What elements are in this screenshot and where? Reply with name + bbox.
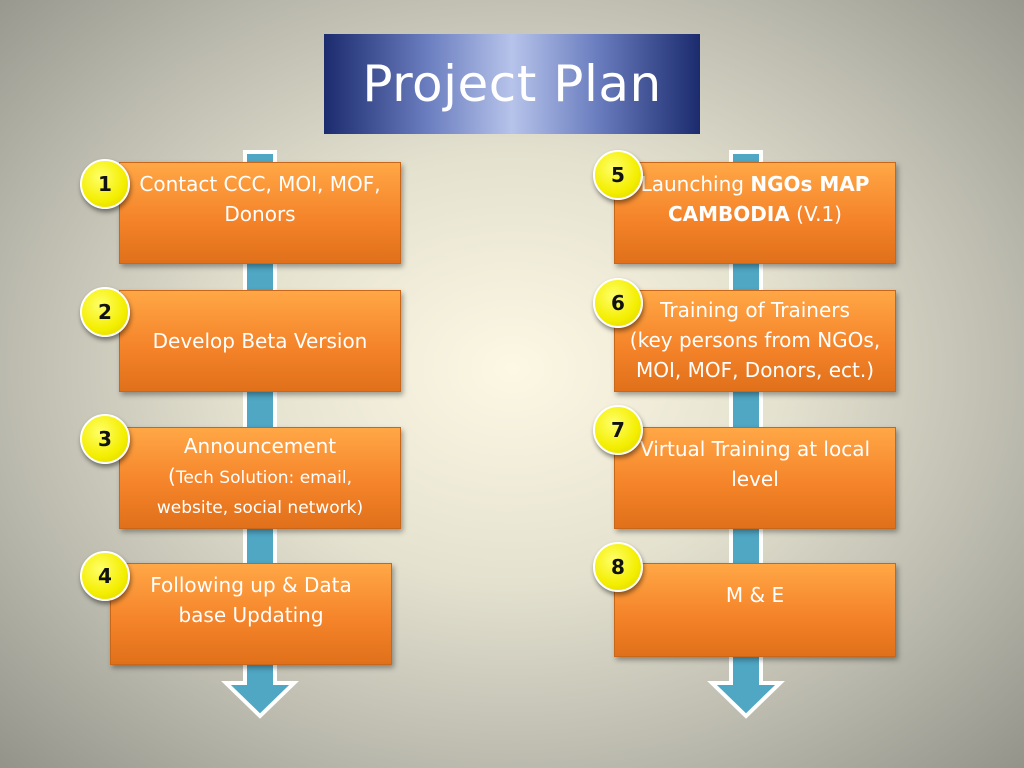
step-box-2: Develop Beta Version bbox=[119, 290, 401, 392]
step-5-line-2-text: (V.1) bbox=[789, 202, 842, 226]
step-number-badge-4: 4 bbox=[80, 551, 130, 601]
step-box-5: Launching NGOs MAP CAMBODIA (V.1) bbox=[614, 162, 896, 264]
step-number-badge-7: 7 bbox=[593, 405, 643, 455]
page-title-text: Project Plan bbox=[362, 55, 662, 113]
step-number-badge-6: 6 bbox=[593, 278, 643, 328]
step-4-line-2: base Updating bbox=[178, 603, 324, 627]
step-3-line-2-text: Tech Solution: email, bbox=[175, 468, 352, 488]
step-6-line-1: Training of Trainers bbox=[660, 298, 850, 322]
page-title: Project Plan bbox=[324, 34, 700, 134]
step-number-1: 1 bbox=[98, 172, 112, 196]
step-box-1: Contact CCC, MOI, MOF, Donors bbox=[119, 162, 401, 264]
step-1-line-1: Contact CCC, MOI, MOF, bbox=[139, 172, 381, 196]
step-box-4: Following up & Data base Updating bbox=[110, 563, 392, 665]
step-5-line-2-bold: CAMBODIA bbox=[668, 202, 790, 226]
step-number-4: 4 bbox=[98, 564, 112, 588]
step-7-line-2: level bbox=[731, 467, 779, 491]
step-number-3: 3 bbox=[98, 427, 112, 451]
step-number-badge-8: 8 bbox=[593, 542, 643, 592]
step-number-7: 7 bbox=[611, 418, 625, 442]
step-number-5: 5 bbox=[611, 163, 625, 187]
step-number-8: 8 bbox=[611, 555, 625, 579]
step-5-line-1-text: Launching bbox=[640, 172, 751, 196]
step-box-3: Announcement (Tech Solution: email, webs… bbox=[119, 427, 401, 529]
step-box-8: M & E bbox=[614, 563, 896, 657]
step-number-6: 6 bbox=[611, 291, 625, 315]
step-number-badge-2: 2 bbox=[80, 287, 130, 337]
step-box-6: Training of Trainers (key persons from N… bbox=[614, 290, 896, 392]
step-number-2: 2 bbox=[98, 300, 112, 324]
step-3-line-1: Announcement bbox=[183, 434, 337, 458]
step-1-line-2: Donors bbox=[224, 202, 296, 226]
step-7-line-1: Virtual Training at local bbox=[639, 437, 871, 461]
step-3-line-2-paren: ( bbox=[168, 464, 176, 488]
step-number-badge-5: 5 bbox=[593, 150, 643, 200]
step-6-line-3: MOI, MOF, Donors, ect.) bbox=[635, 358, 875, 382]
step-2-line-1: Develop Beta Version bbox=[152, 329, 368, 353]
step-8-line-1: M & E bbox=[725, 583, 785, 607]
step-number-badge-3: 3 bbox=[80, 414, 130, 464]
step-box-7: Virtual Training at local level bbox=[614, 427, 896, 529]
step-4-line-1: Following up & Data bbox=[150, 573, 352, 597]
step-5-line-1-bold: NGOs MAP bbox=[750, 172, 870, 196]
step-number-badge-1: 1 bbox=[80, 159, 130, 209]
step-6-line-2: (key persons from NGOs, bbox=[629, 328, 881, 352]
step-3-line-3: website, social network) bbox=[156, 498, 364, 518]
